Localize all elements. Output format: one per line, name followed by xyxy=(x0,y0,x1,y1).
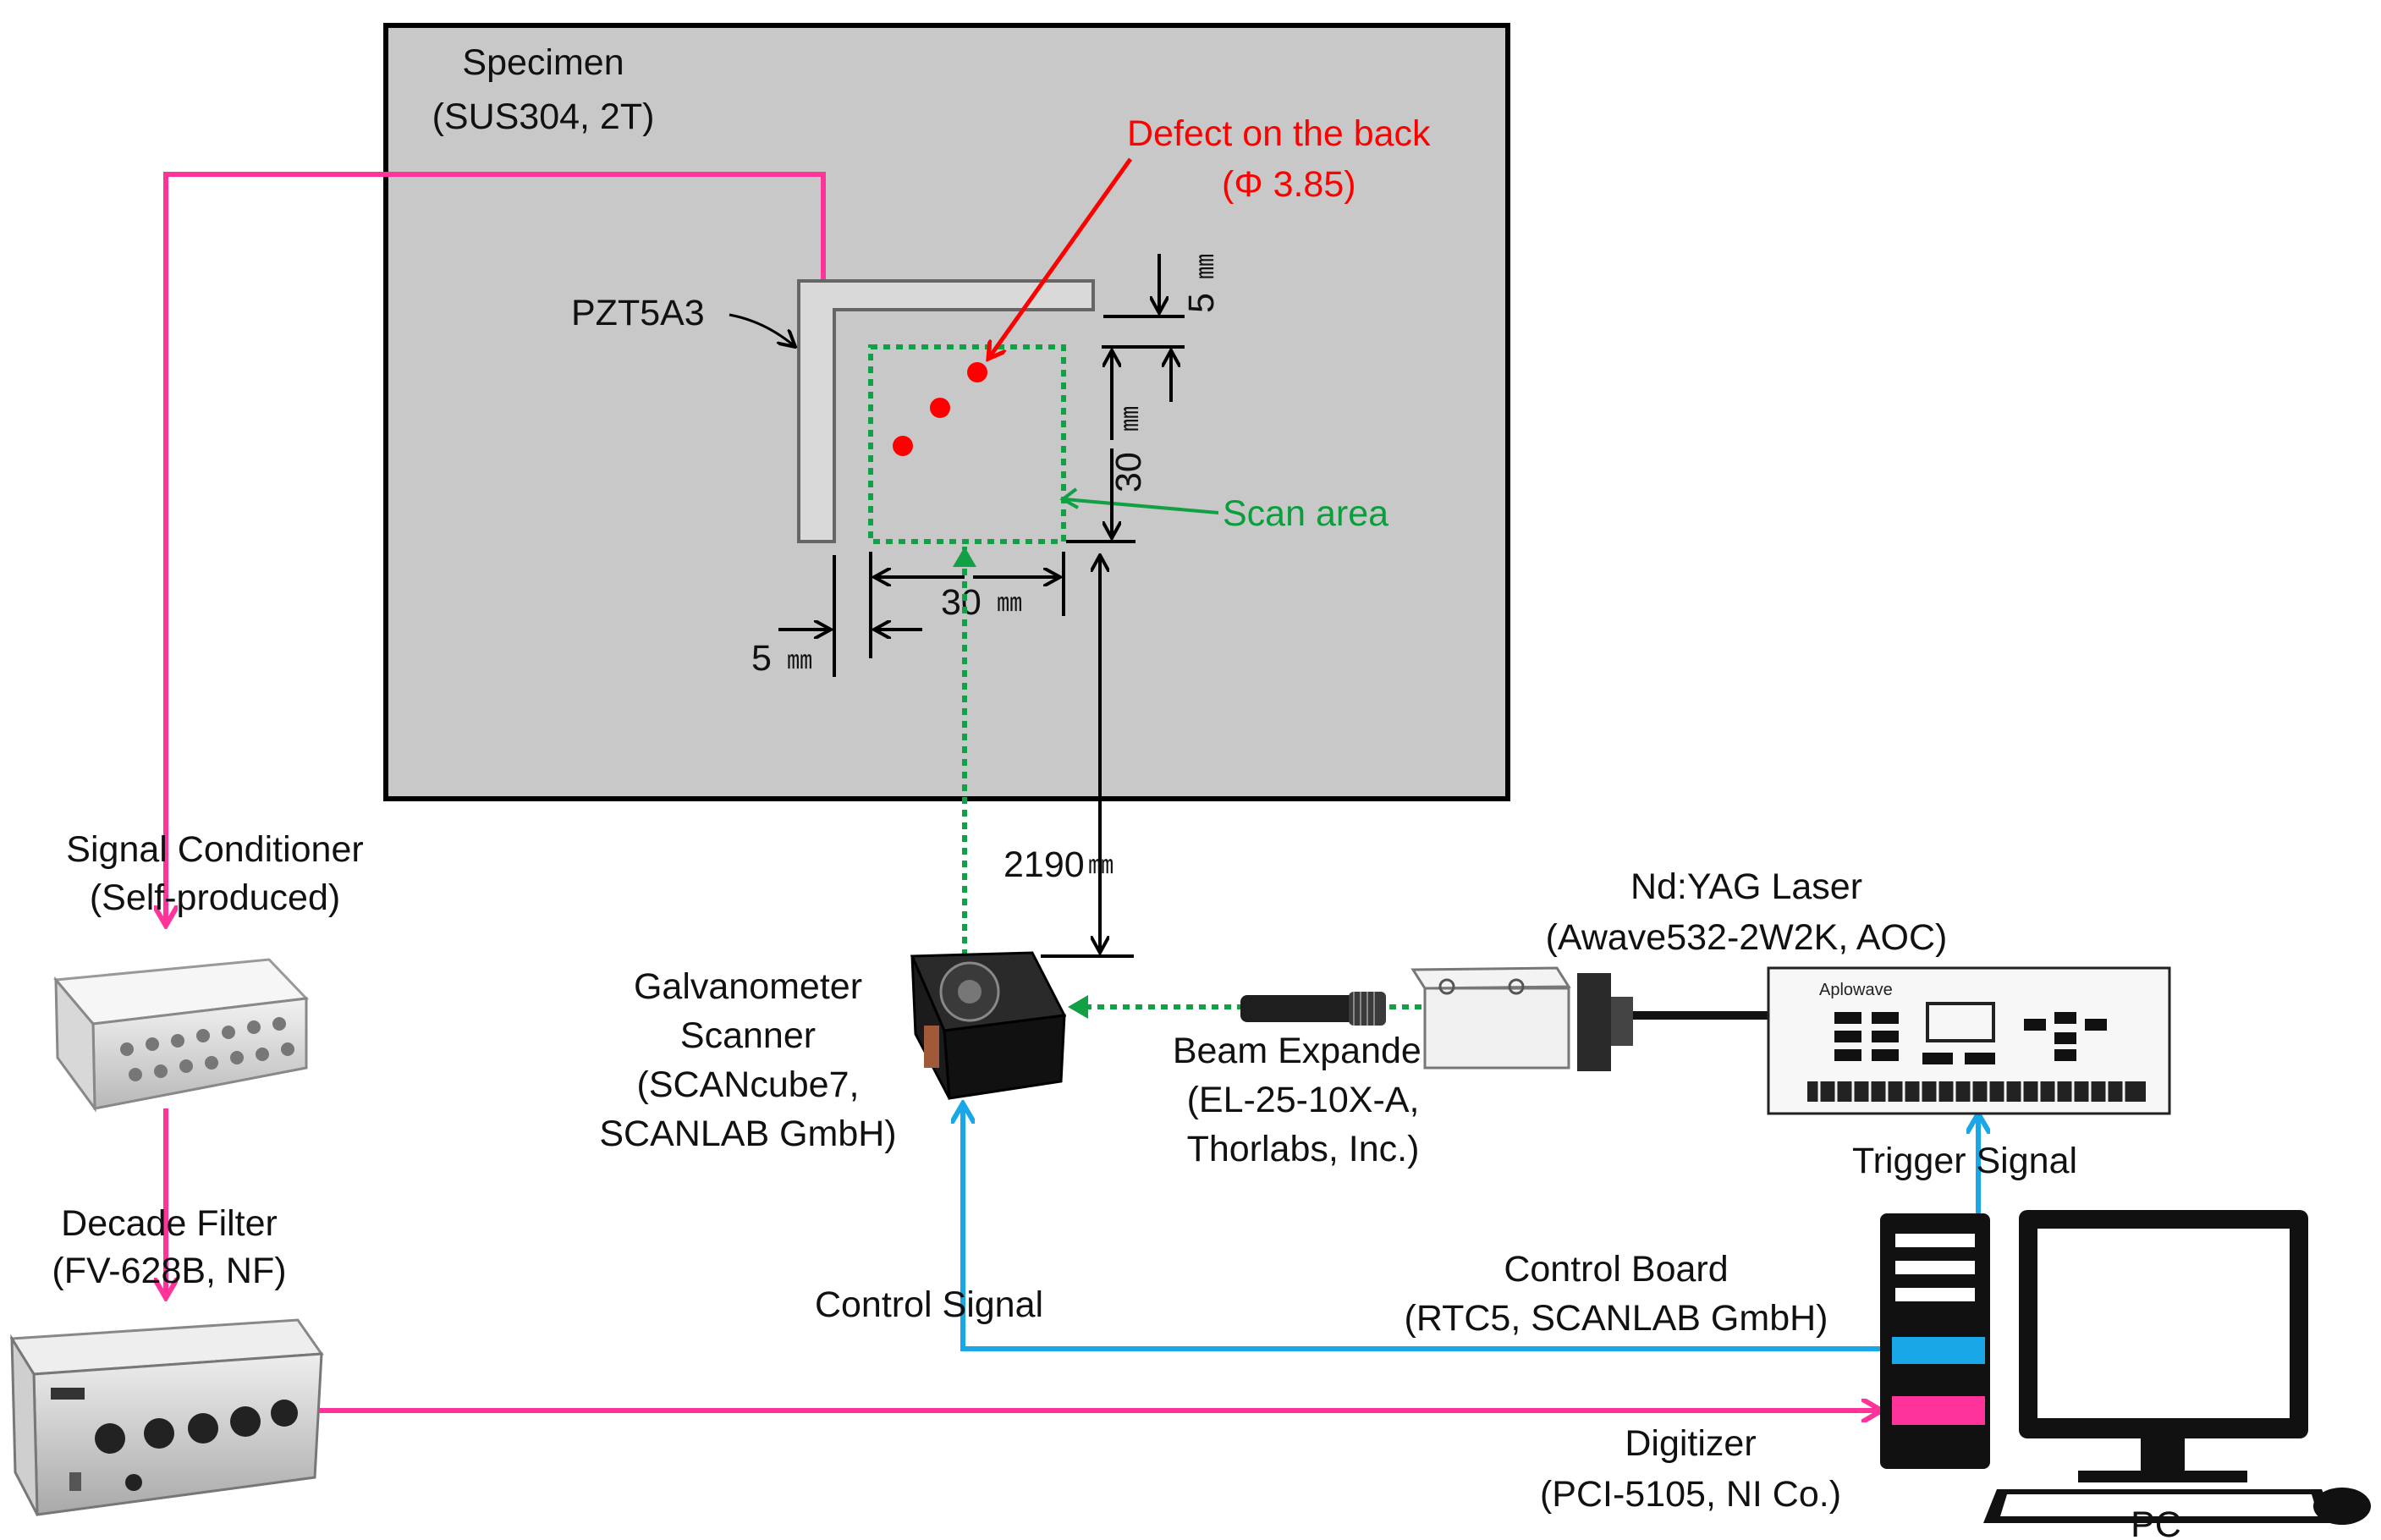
decade-filter-subtitle: (FV-628B, NF) xyxy=(52,1251,286,1291)
dimension-left-gap xyxy=(778,555,922,677)
pc-tower xyxy=(1880,1213,1990,1469)
galvanometer-line4: SCANLAB GmbH) xyxy=(599,1114,896,1154)
specimen-subtitle: (SUS304, 2T) xyxy=(432,96,655,137)
pink-signal-sensor-to-conditioner xyxy=(166,172,826,926)
dimension-standoff xyxy=(1041,540,1134,958)
laser-controller-device xyxy=(1767,966,2171,1115)
top-gap-unit: ㎜ xyxy=(1191,254,1219,279)
defect-dot xyxy=(893,436,913,456)
pzt-label: PZT5A3 xyxy=(571,293,705,333)
standoff-unit: ㎜ xyxy=(1088,851,1114,879)
beam-expander-line1: Beam Expander xyxy=(1173,1031,1433,1071)
defect-label: Defect on the back xyxy=(1127,113,1431,154)
laser-head-device xyxy=(1410,966,1768,1071)
scan-area-label: Scan area xyxy=(1223,493,1388,534)
defect-dot xyxy=(930,398,950,418)
left-gap-unit: ㎜ xyxy=(787,646,812,674)
scan-area-box xyxy=(868,344,1066,544)
scan-area-leader xyxy=(1064,498,1219,514)
beam-expander-line2: (EL-25-10X-A, xyxy=(1187,1080,1420,1120)
laser-subtitle: (Awave532-2W2K, AOC) xyxy=(1546,917,1948,958)
defect-detail: (Φ 3.85) xyxy=(1222,164,1356,205)
laser-title: Nd:YAG Laser xyxy=(1630,866,1862,907)
defect-dot xyxy=(967,362,987,382)
galvanometer-line2: Scanner xyxy=(680,1015,816,1056)
signal-conditioner-title: Signal Conditioner xyxy=(66,829,363,870)
bottom-width-value: 30 xyxy=(941,582,982,623)
beam-expander-device xyxy=(1240,992,1386,1026)
decade-filter-title: Decade Filter xyxy=(61,1203,278,1244)
right-height-value: 30 xyxy=(1108,452,1149,492)
blue-control-board-to-scanner xyxy=(963,1103,1887,1351)
bottom-width-unit: ㎜ xyxy=(997,589,1022,617)
digitizer-subtitle: (PCI-5105, NI Co.) xyxy=(1540,1474,1841,1515)
digitizer-title: Digitizer xyxy=(1625,1423,1756,1464)
galvanometer-line3: (SCANcube7, xyxy=(637,1064,860,1105)
dimension-bottom-width xyxy=(869,552,1065,658)
control-board-subtitle: (RTC5, SCANLAB GmbH) xyxy=(1405,1298,1828,1339)
pc-label: PC xyxy=(2131,1504,2181,1540)
pc-monitor xyxy=(1983,1210,2371,1525)
pzt-leader xyxy=(729,313,795,347)
left-gap-value: 5 xyxy=(751,638,772,679)
signal-conditioner-device xyxy=(53,958,310,1113)
defect-leader xyxy=(988,157,1133,359)
decade-filter-device xyxy=(9,1318,324,1516)
beam-expander-line3: Thorlabs, Inc.) xyxy=(1187,1129,1420,1169)
right-height-unit: ㎜ xyxy=(1116,406,1144,432)
pzt-sensor xyxy=(797,279,1095,543)
galvanometer-line1: Galvanometer xyxy=(634,966,862,1007)
galvanometer-scanner-device xyxy=(910,951,1067,1100)
trigger-signal-label: Trigger Signal xyxy=(1852,1141,2077,1181)
control-signal-label: Control Signal xyxy=(815,1284,1043,1325)
signal-conditioner-subtitle: (Self-produced) xyxy=(90,877,340,918)
standoff-value: 2190 xyxy=(1004,844,1085,885)
laser-brand-logo: Aplowave xyxy=(1819,981,1893,999)
specimen-title: Specimen xyxy=(462,42,624,83)
top-gap-value: 5 xyxy=(1181,293,1222,313)
control-board-title: Control Board xyxy=(1504,1249,1728,1290)
